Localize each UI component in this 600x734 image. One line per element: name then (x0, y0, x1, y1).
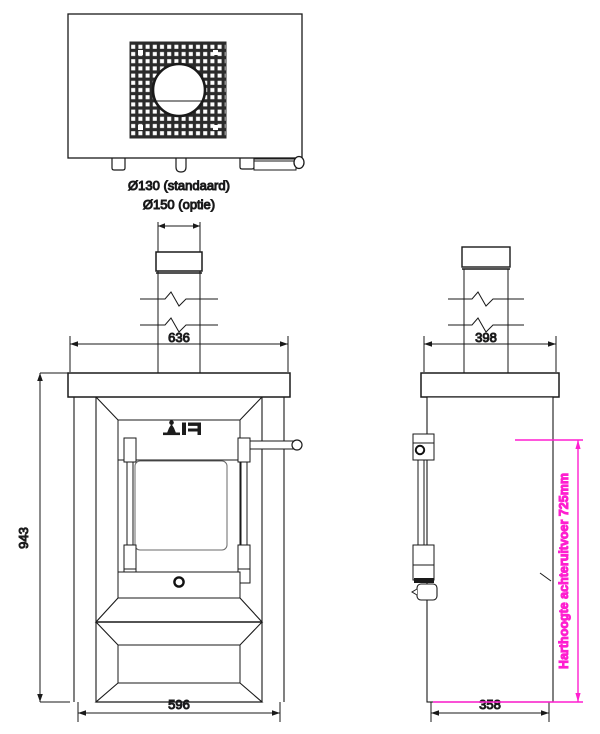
front-door-window (134, 460, 228, 551)
front-right-hinge (237, 437, 251, 584)
dim-596-label: 596 (168, 697, 190, 712)
front-upper-panel (117, 419, 241, 461)
dim-398-group: 398 (448, 300, 524, 380)
dim-rear-outlet-height-label: Harthoogte achteruitvoer 725mm (557, 473, 571, 669)
top-view-handle (253, 155, 305, 171)
top-view-group (67, 13, 305, 173)
side-top-plate (420, 372, 560, 398)
front-top-plate (67, 372, 291, 398)
flue-option-label: Ø150 (optie) (143, 197, 215, 212)
dim-358-top-group (423, 336, 557, 372)
dim-943-label: 943 (16, 527, 31, 549)
side-flue-pipe (448, 246, 524, 307)
top-view-flue-circle (151, 62, 207, 118)
dim-943-group: 943 (16, 372, 70, 703)
dim-358-label: 358 (479, 697, 501, 712)
side-view-group (411, 372, 560, 703)
dim-398-label: 398 (475, 330, 497, 345)
dim-596-top-group (69, 336, 289, 372)
dim-636-group: 636 (140, 300, 218, 380)
flue-standard-label: Ø130 (standaard) (128, 178, 230, 193)
front-view-group (67, 372, 303, 703)
front-flue-pipe (140, 222, 218, 307)
dim-596-group: 596 (77, 697, 281, 722)
side-hinge-assembly (411, 433, 438, 601)
front-knob-icon (173, 576, 185, 588)
dim-636-label: 636 (168, 330, 190, 345)
top-view-feet (111, 158, 255, 173)
front-door-handle (249, 439, 303, 451)
side-body (426, 396, 554, 703)
brand-logo-icon (163, 420, 201, 436)
dim-358-group: 358 (430, 697, 550, 722)
dim-rear-outlet-height-group: Harthoogte achteruitvoer 725mm (433, 439, 583, 703)
front-base-panel (117, 644, 241, 684)
